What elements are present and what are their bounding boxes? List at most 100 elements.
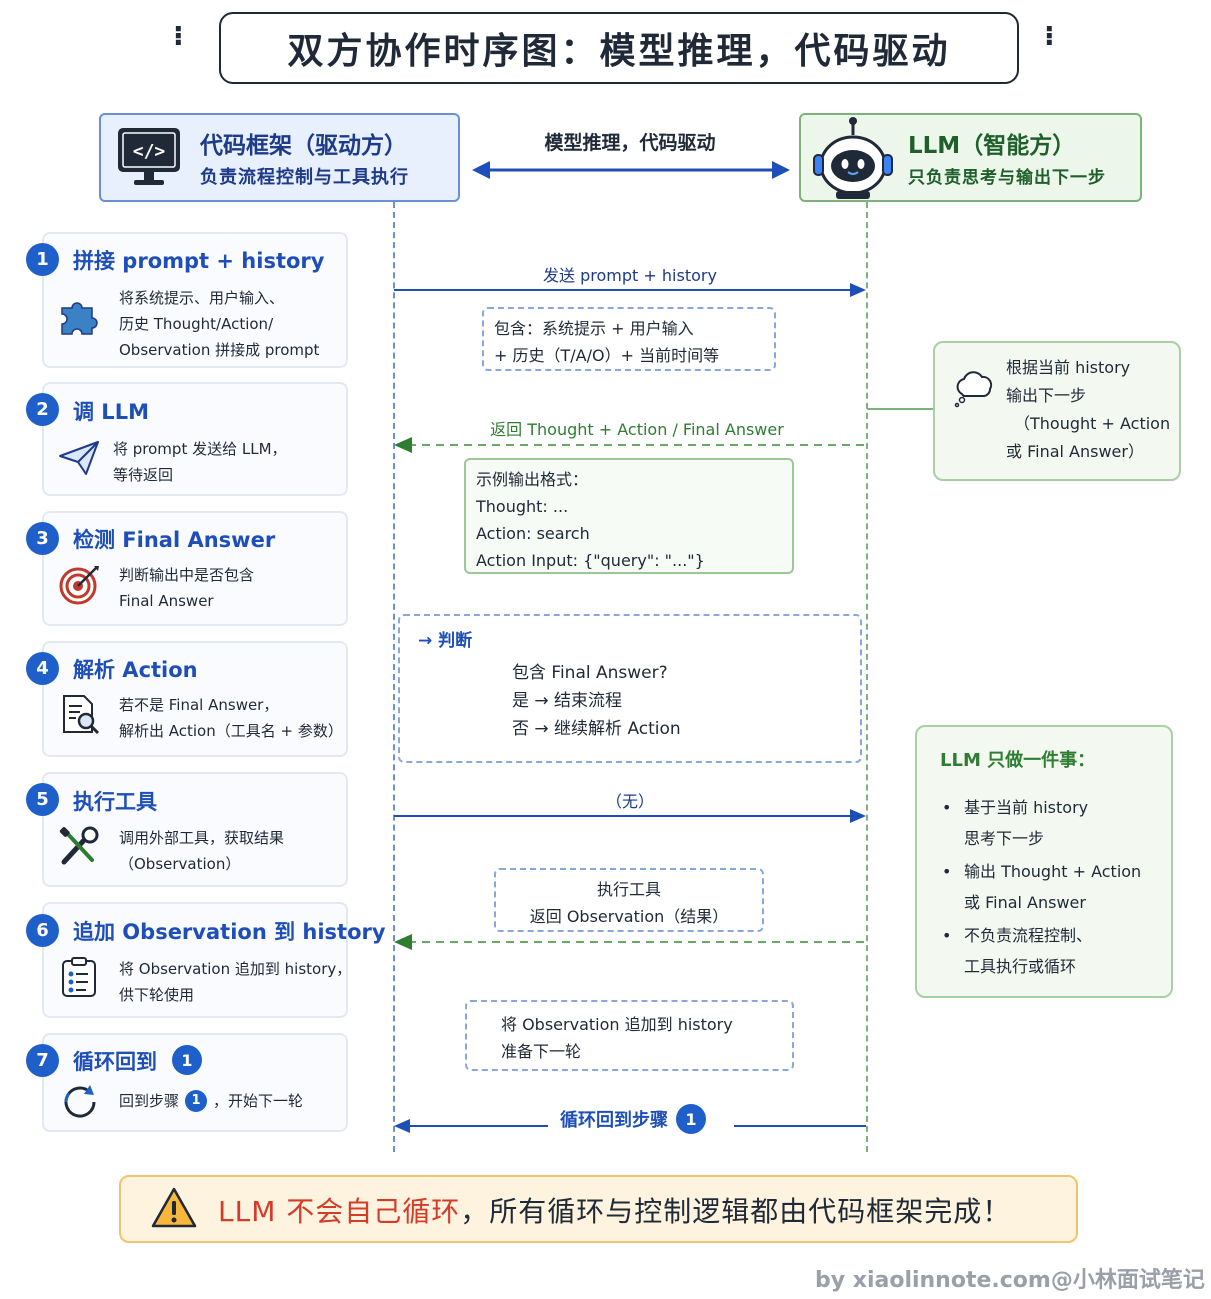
step-desc-7-prefix: 回到步骤 [119,1092,180,1110]
step-desc-4: 若不是 Final Answer， 解析出 Action（工具名 + 参数） [119,692,343,744]
step-desc-2-line: 将 prompt 发送给 LLM， [113,440,287,458]
llm-think-line: 输出下一步 [1006,386,1087,405]
step-7-title-badge: 1 [172,1045,202,1075]
step-number-6: 6 [26,914,59,947]
collaboration-caption: 模型推理，代码驱动 [544,132,716,154]
step-number-3: 3 [26,522,59,555]
judge-line: 包含 Final Answer? [512,663,668,683]
step-title-5: 执行工具 [73,790,157,814]
llm-role-bullets: •基于当前 history 思考下一步 •输出 Thought + Action… [942,792,1141,982]
judge-line: 是 → 结束流程 [512,691,623,711]
llm-role-line: 工具执行或循环 [964,957,1077,976]
send-note-line: + 历史（T/A/O）+ 当前时间等 [494,346,720,365]
page-title-text: 双方协作时序图：模型推理，代码驱动 [287,31,951,72]
step-desc-7: 回到步骤 1 ，开始下一轮 [119,1088,303,1114]
llm-role-panel [915,725,1173,998]
robot-icon [808,115,898,201]
judge-line: 否 → 继续解析 Action [512,719,681,739]
step-desc-6-line: 供下轮使用 [119,986,195,1004]
step-number-7: 7 [26,1044,59,1077]
page-title: 双方协作时序图：模型推理，代码驱动 [219,12,1019,84]
return-label: 返回 Thought + Action / Final Answer [490,420,784,439]
example-output-note: 示例输出格式： Thought: ... Action: search Acti… [464,458,794,574]
step-desc-1-line: 历史 Thought/Action/ [119,315,274,333]
send-note-line: 包含：系统提示 + 用户输入 [494,319,694,338]
thought-cloud-icon [952,368,996,412]
llm-role-line: 不负责流程控制、 [964,926,1093,945]
title-decoration-right: ⁝ [1044,19,1055,52]
llm-think-line: 根据当前 history [1006,358,1131,377]
judge-box [398,614,862,763]
send-prompt-note: 包含：系统提示 + 用户输入 + 历史（T/A/O）+ 当前时间等 [482,307,776,371]
llm-actor [799,113,1142,202]
step-desc-1-line: Observation 拼接成 prompt [119,341,320,359]
step-desc-5: 调用外部工具，获取结果 （Observation） [119,825,284,877]
step-card-2 [42,382,348,496]
send-prompt-arrow [394,283,866,297]
step-number-4: 4 [26,652,59,685]
step-desc-4-line: 解析出 Action（工具名 + 参数） [119,722,343,740]
llm-role-line: 输出 Thought + Action [964,862,1142,881]
append-observation-note: 将 Observation 追加到 history 准备下一轮 [465,1000,794,1071]
step-desc-5-line: 调用外部工具，获取结果 [119,829,285,847]
execute-tool-note: 执行工具 返回 Observation（结果） [494,868,764,932]
step-desc-1-line: 将系统提示、用户输入、 [119,289,285,307]
step-7-desc-badge: 1 [185,1090,208,1112]
example-line: 示例输出格式： [476,470,589,489]
judge-lines: 包含 Final Answer? 是 → 结束流程 否 → 继续解析 Actio… [512,659,681,743]
llm-role-title: LLM 只做一件事： [940,750,1096,771]
append-note-line: 准备下一轮 [501,1042,582,1061]
tool-call-arrow [394,809,866,823]
tool-call-label: （无） [605,792,654,811]
step-card-3 [42,511,348,626]
llm-role-line: 思考下一步 [964,829,1045,848]
step-desc-2-line: 等待返回 [113,466,174,484]
observation-return-arrow [394,934,866,950]
warning-banner [119,1175,1078,1243]
llm-title: LLM（智能方） [908,133,1076,159]
step-desc-4-line: 若不是 Final Answer， [119,696,279,714]
warning-banner-text: LLM 不会自己循环，所有循环与控制逻辑都由代码框架完成！ [218,1190,1011,1230]
step-card-6 [42,902,348,1018]
bidirectional-arrow [472,161,790,179]
loop-back-badge: 1 [676,1104,706,1134]
warning-highlight: LLM 不会自己循环 [218,1195,461,1228]
step-desc-6-line: 将 Observation 追加到 history， [119,960,352,978]
step-title-1: 拼接 prompt + history [73,249,325,273]
warning-icon [150,1186,198,1234]
svg-text:</>: </> [133,141,166,162]
llm-think-line: 或 Final Answer） [1006,442,1144,461]
llm-role-line: 或 Final Answer [964,893,1086,912]
send-prompt-label: 发送 prompt + history [543,266,717,285]
loop-back-text: 循环回到步骤 [560,1110,668,1131]
llm-role-line: 基于当前 history [964,798,1089,817]
step-card-1 [42,232,348,368]
step-title-6: 追加 Observation 到 history [73,920,386,944]
title-decoration-left: ⁝ [173,19,184,52]
code-framework-lifeline [393,202,395,1152]
credit-watermark: by xiaolinnote.com@小林面试笔记 [815,1268,1205,1293]
step-card-5 [42,772,348,887]
puzzle-icon [58,296,102,340]
loop-back-label: 循环回到步骤 1 [560,1104,706,1134]
step-number-2: 2 [26,393,59,426]
document-search-icon [60,694,102,740]
step-title-2: 调 LLM [73,400,149,424]
llm-think-box [933,341,1181,481]
step-title-4: 解析 Action [73,658,198,682]
code-monitor-icon: </> [116,126,182,188]
llm-think-text: 根据当前 history 输出下一步 （Thought + Action 或 F… [1006,354,1170,466]
step-number-5: 5 [26,783,59,816]
exec-note-line: 执行工具 [596,880,661,899]
exec-note-line: 返回 Observation（结果） [529,907,729,926]
step-number-1: 1 [26,243,59,276]
step-desc-1: 将系统提示、用户输入、 历史 Thought/Action/ Observati… [119,285,319,363]
example-line: Action: search [476,524,590,543]
loop-back-arrow [394,1119,866,1133]
step-desc-3-line: Final Answer [119,592,214,610]
step-card-4 [42,641,348,757]
wrench-screwdriver-icon [58,826,100,872]
step-desc-7-suffix: ，开始下一轮 [213,1092,304,1110]
llm-subtitle: 只负责思考与输出下一步 [908,168,1106,188]
llm-lifeline [866,202,868,1152]
